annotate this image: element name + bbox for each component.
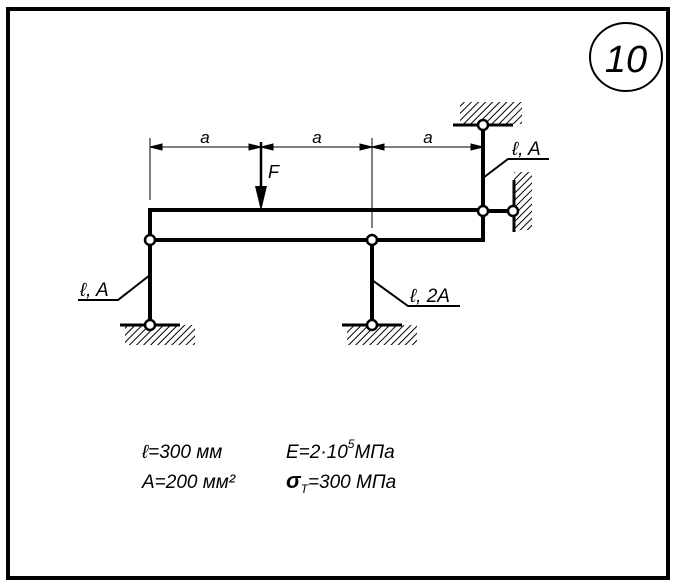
leader-lines: [78, 158, 549, 307]
problem-number-badge: 10: [589, 22, 663, 92]
dimension-lines: [149, 138, 484, 228]
right-wall-support: [512, 172, 532, 232]
dimension-label-a3: a: [423, 128, 432, 147]
hinge: [365, 318, 379, 332]
left-ground-support: [120, 323, 195, 345]
middle-ground-support: [342, 323, 417, 345]
hinges: [143, 118, 520, 332]
hinge: [143, 233, 157, 247]
dimension-label-a2: a: [312, 128, 321, 147]
rigid-beam: [148, 125, 485, 242]
rod-label-middle: ℓ, 2A: [409, 286, 450, 307]
problem-number: 10: [605, 39, 647, 81]
hinge: [506, 204, 520, 218]
rod-label-right-top: ℓ, A: [511, 139, 541, 160]
given-length: ℓ=300 мм: [141, 442, 222, 463]
hinge: [476, 118, 490, 132]
rod-label-left: ℓ, A: [79, 280, 109, 301]
drawing-frame: [6, 7, 670, 580]
dimension-label-a1: a: [200, 128, 209, 147]
given-area: A=200 мм²: [141, 472, 236, 493]
hinge: [365, 233, 379, 247]
force-arrow: [255, 142, 267, 211]
given-modulus: E=2·105МПа: [286, 437, 395, 463]
force-label: F: [268, 162, 280, 182]
hinge: [143, 318, 157, 332]
given-yield-stress: σT=300 МПа: [286, 468, 396, 496]
hinge: [476, 204, 490, 218]
